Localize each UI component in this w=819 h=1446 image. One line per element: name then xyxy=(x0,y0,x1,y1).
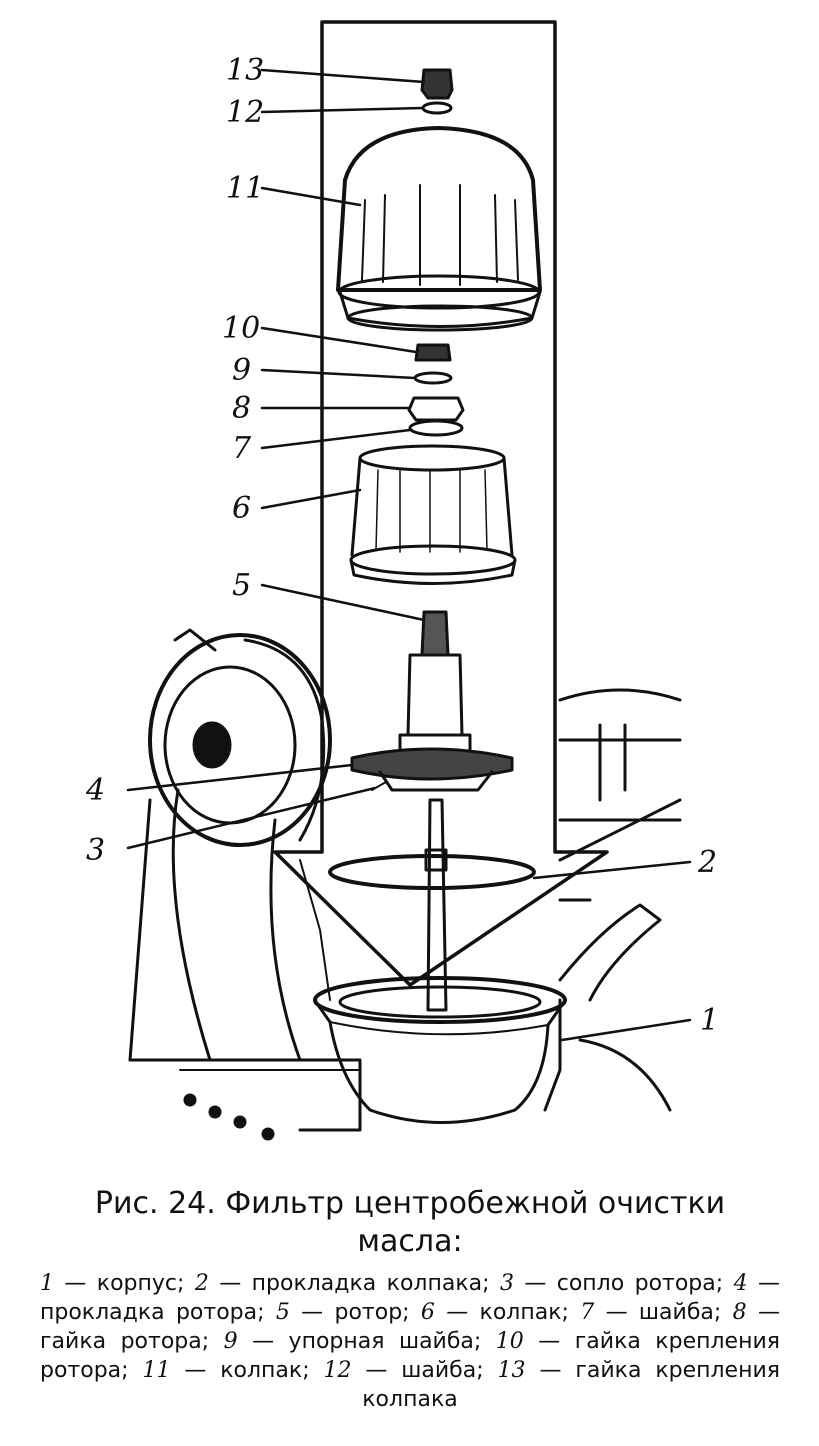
legend-item: 5 — ротор; xyxy=(276,1300,421,1325)
part-10-rotor-nut xyxy=(414,343,452,362)
figure-caption: Рис. 24. Фильтр центробежной очистки мас… xyxy=(40,1185,780,1414)
part-13-cap-nut xyxy=(420,68,454,100)
part-12-washer xyxy=(421,101,453,115)
part-5-rotor xyxy=(398,610,472,754)
legend-number: 11 xyxy=(142,1358,185,1383)
leader-lines xyxy=(126,68,692,1042)
legend-item: 2 — прокладка колпака; xyxy=(195,1271,500,1296)
legend-number: 8 xyxy=(732,1300,758,1325)
legend-item: 6 — колпак; xyxy=(421,1300,580,1325)
callout-2: 2 xyxy=(697,845,717,880)
legend-number: 4 xyxy=(733,1271,758,1296)
callout-5: 5 xyxy=(232,568,251,603)
legend-item: 8 — гайка ротора; xyxy=(40,1300,780,1354)
legend-text: — гайка крепления ротора; xyxy=(40,1329,780,1383)
legend-number: 9 xyxy=(223,1329,253,1354)
part-11-outer-cover xyxy=(336,126,542,332)
legend-item: 10 — гайка крепления ротора; xyxy=(40,1329,780,1383)
engine-block-right xyxy=(543,688,682,1112)
callout-9: 9 xyxy=(232,353,251,388)
legend-item: 11 — колпак; xyxy=(142,1358,323,1383)
callout-13: 13 xyxy=(226,53,264,88)
part-8-rotor-nut xyxy=(407,396,465,422)
legend-text: — шайба; xyxy=(605,1300,733,1325)
legend-item: 9 — упорная шайба; xyxy=(224,1329,496,1354)
callout-12: 12 xyxy=(226,95,264,130)
legend-number: 6 xyxy=(420,1300,447,1325)
spindle-shaft xyxy=(424,798,448,1012)
legend-number: 10 xyxy=(495,1329,539,1354)
legend-text: — шайба; xyxy=(365,1358,498,1383)
engine-pulley xyxy=(128,628,362,1141)
part-4-rotor-gasket xyxy=(350,747,514,781)
legend-number: 13 xyxy=(497,1358,540,1383)
part-2-cover-gasket xyxy=(328,854,536,890)
callout-7: 7 xyxy=(232,431,252,466)
part-7-washer xyxy=(408,419,464,437)
legend-item: 7 — шайба; xyxy=(580,1300,732,1325)
part-1-housing xyxy=(313,976,567,1124)
callout-8: 8 xyxy=(232,391,251,426)
caption-title: Рис. 24. Фильтр центробежной очистки мас… xyxy=(94,1186,726,1259)
legend-text: — ротор; xyxy=(301,1300,421,1325)
legend-text: — гайка ротора; xyxy=(40,1300,780,1354)
callout-1: 1 xyxy=(700,1003,719,1038)
callout-10: 10 xyxy=(222,311,260,346)
legend-item: 13 — гайка крепления колпака xyxy=(362,1358,780,1412)
legend-text: — сопло ротора; xyxy=(524,1271,734,1296)
legend-text: — корпус; xyxy=(64,1271,195,1296)
exploded-view-drawing: 13 12 11 10 9 8 7 6 5 4 3 2 1 xyxy=(85,20,719,1141)
callout-6: 6 xyxy=(232,491,251,526)
callout-numbers: 13 12 11 10 9 8 7 6 5 4 3 2 1 xyxy=(85,53,719,1038)
callout-3: 3 xyxy=(86,833,105,868)
part-6-rotor-cover xyxy=(349,444,517,585)
callout-11: 11 xyxy=(226,171,264,206)
legend-text: — прокладка колпака; xyxy=(219,1271,500,1296)
legend-text: — упорная шайба; xyxy=(252,1329,496,1354)
explode-frame xyxy=(273,20,609,987)
legend-text: — прокладка ротора; xyxy=(40,1271,780,1325)
legend-text: — колпак; xyxy=(446,1300,581,1325)
legend-number: 7 xyxy=(580,1300,606,1325)
legend-number: 12 xyxy=(323,1358,366,1383)
legend-item: 12 — шайба; xyxy=(324,1358,498,1383)
part-9-thrust-washer xyxy=(413,371,453,385)
caption-legend: 1 — корпус; 2 — прокладка колпака; 3 — с… xyxy=(40,1269,780,1414)
legend-number: 3 xyxy=(499,1271,525,1296)
legend-text: — гайка крепления колпака xyxy=(362,1358,781,1412)
legend-number: 5 xyxy=(275,1300,302,1325)
legend-item: 4 — прокладка ротора; xyxy=(40,1271,780,1325)
legend-number: 2 xyxy=(194,1271,220,1296)
legend-item: 3 — сопло ротора; xyxy=(500,1271,734,1296)
legend-number: 1 xyxy=(40,1271,65,1296)
legend-text: — колпак; xyxy=(184,1358,324,1383)
callout-4: 4 xyxy=(85,773,105,808)
legend-item: 1 — корпус; xyxy=(40,1271,195,1296)
